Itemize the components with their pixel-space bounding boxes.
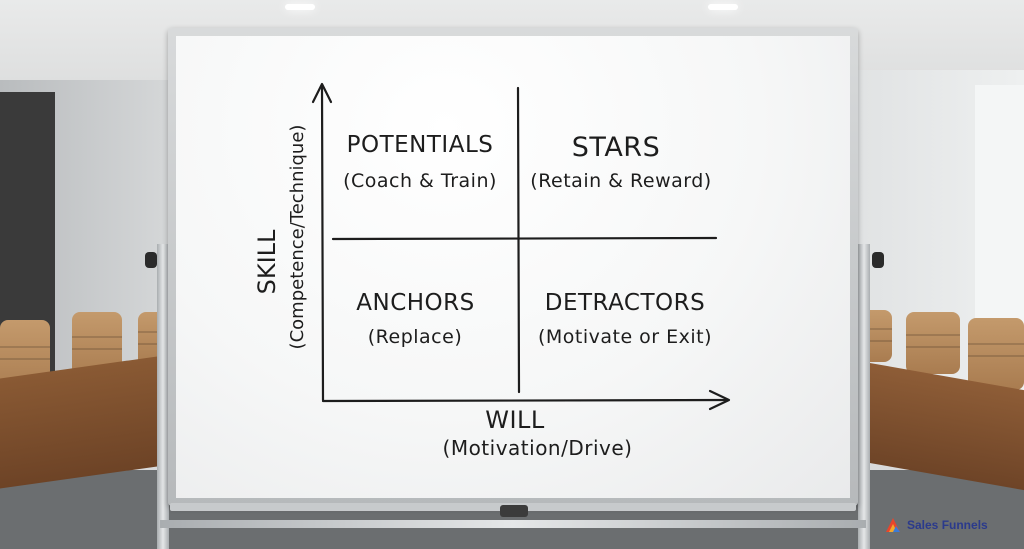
ceiling-light <box>285 4 315 10</box>
stand-knob <box>145 252 157 268</box>
y-axis-line <box>320 84 325 402</box>
quadrant-stars-title: STARS <box>571 132 661 163</box>
quadrant-stars-subtitle: (Retain & Reward) <box>530 170 712 192</box>
quadrant-anchors-subtitle: (Replace) <box>367 326 463 348</box>
y-axis-subtitle: (Competence/Technique) <box>287 124 308 350</box>
whiteboard-stand-leg <box>858 244 870 549</box>
x-axis-title: WILL <box>485 406 545 434</box>
whiteboard-stand-bar <box>160 520 866 528</box>
chair <box>968 318 1024 390</box>
quadrant-detractors-subtitle: (Motivate or Exit) <box>537 326 713 348</box>
sales-funnels-logo: Sales Funnels <box>884 516 988 534</box>
quadrant-potentials-title: POTENTIALS <box>346 132 494 158</box>
y-axis-arrowhead <box>311 82 333 104</box>
logo-text: Sales Funnels <box>907 518 988 532</box>
horizontal-divider <box>331 236 718 241</box>
vertical-divider <box>516 86 521 394</box>
y-axis-title: SKILL <box>253 229 281 295</box>
whiteboard <box>176 36 850 498</box>
quadrant-anchors-title: ANCHORS <box>356 290 475 316</box>
whiteboard-stand-leg <box>157 244 169 549</box>
ceiling-light <box>708 4 738 10</box>
x-axis-subtitle: (Motivation/Drive) <box>442 436 633 460</box>
chair <box>906 312 960 374</box>
x-axis-line <box>321 398 730 403</box>
quadrant-detractors-title: DETRACTORS <box>544 290 706 316</box>
funnel-logo-icon <box>884 516 902 534</box>
stand-knob <box>872 252 884 268</box>
x-axis-arrowhead <box>708 389 731 411</box>
eraser <box>500 505 528 517</box>
quadrant-potentials-subtitle: (Coach & Train) <box>343 170 497 192</box>
window <box>975 85 1024 355</box>
